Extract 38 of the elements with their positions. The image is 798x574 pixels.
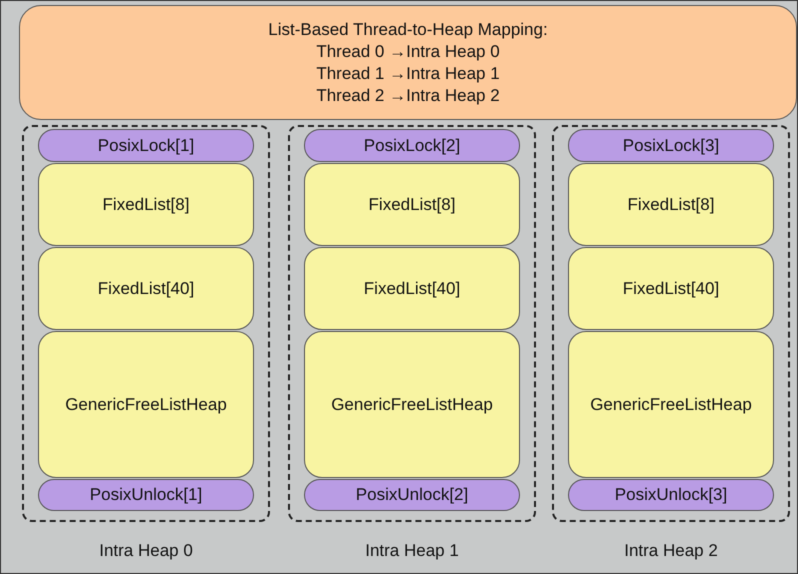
heap-label: Intra Heap 2 bbox=[624, 540, 718, 562]
heap-block bbox=[304, 331, 520, 478]
list-block bbox=[568, 163, 774, 246]
unlock-bar bbox=[304, 479, 520, 511]
block-text: PosixUnlock[2] bbox=[356, 484, 468, 506]
heap-label: Intra Heap 1 bbox=[365, 540, 459, 562]
list-block bbox=[38, 247, 254, 330]
block-text: FixedList[40] bbox=[622, 278, 720, 300]
banner-text: List-Based Thread-to-Heap Mapping: bbox=[268, 18, 548, 40]
block-text: FixedList[40] bbox=[364, 278, 460, 300]
block-text: PosixUnlock[3] bbox=[614, 484, 728, 506]
block-text: FixedList[40] bbox=[98, 278, 194, 300]
list-block bbox=[38, 163, 254, 246]
block-text: GenericFreeListHeap bbox=[590, 394, 752, 416]
banner-text: Thread 1 →Intra Heap 1 bbox=[316, 62, 500, 84]
list-block bbox=[304, 247, 520, 330]
block-text: PosixUnlock[1] bbox=[90, 484, 202, 506]
heap-block bbox=[38, 331, 254, 478]
block-text: FixedList[8] bbox=[102, 194, 190, 216]
lock-bar bbox=[38, 129, 254, 162]
unlock-bar bbox=[568, 479, 774, 511]
banner-text: Thread 2 →Intra Heap 2 bbox=[316, 84, 500, 106]
heap-label: Intra Heap 0 bbox=[99, 540, 193, 562]
lock-bar bbox=[304, 129, 520, 162]
block-text: GenericFreeListHeap bbox=[65, 394, 227, 416]
list-block bbox=[568, 247, 774, 330]
block-text: FixedList[8] bbox=[628, 194, 714, 216]
lock-bar bbox=[568, 129, 774, 162]
block-text: PosixLock[1] bbox=[98, 134, 194, 156]
block-text: FixedList[8] bbox=[368, 194, 456, 216]
unlock-bar bbox=[38, 479, 254, 511]
mapping-banner bbox=[19, 5, 797, 120]
heap-block bbox=[568, 331, 774, 478]
list-block bbox=[304, 163, 520, 246]
block-text: PosixLock[3] bbox=[622, 134, 720, 156]
banner-text: Thread 0 →Intra Heap 0 bbox=[316, 40, 500, 62]
block-text: GenericFreeListHeap bbox=[331, 394, 493, 416]
block-text: PosixLock[2] bbox=[364, 134, 460, 156]
